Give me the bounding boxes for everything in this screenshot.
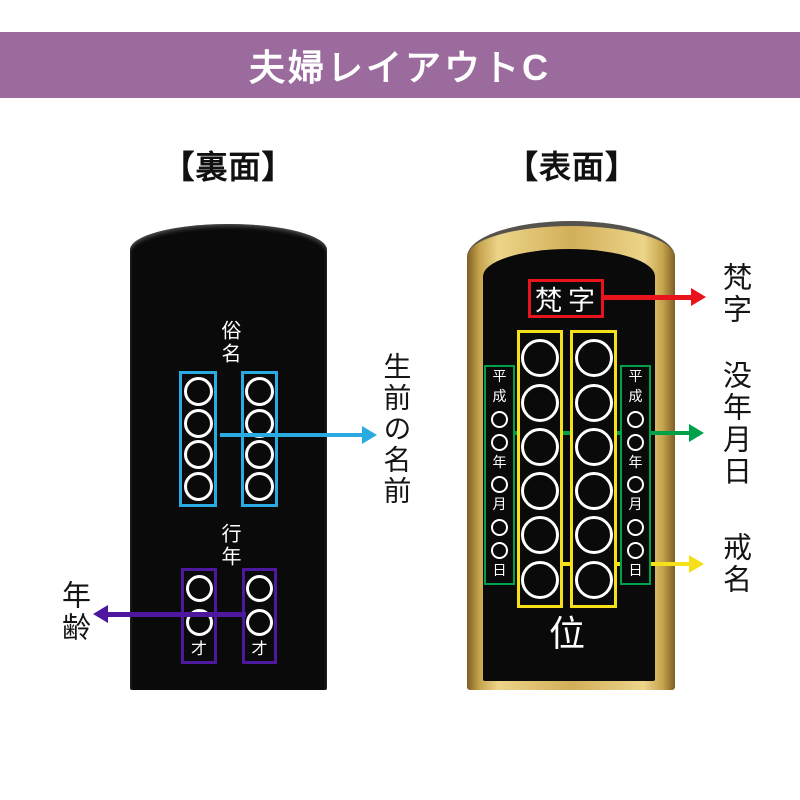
kaimyo-character-circle (521, 560, 559, 599)
year-label: 年 (492, 455, 507, 471)
era-char: 成 (492, 389, 507, 405)
back-tablet: 俗名 行年 才 才 (130, 224, 327, 690)
kaimyo-arrow-line (545, 562, 690, 566)
rank-label: 位 (548, 614, 585, 654)
secular-name-box-right (241, 371, 278, 507)
name-character-circle (183, 440, 213, 470)
bonji-annotation: 梵字 (718, 262, 751, 326)
age-annotation: 年齢 (57, 580, 90, 644)
month-label: 月 (492, 498, 507, 514)
age-arrow-line (107, 612, 246, 617)
age-digit-circle (246, 608, 273, 636)
bonji-box: 梵字 (528, 279, 604, 318)
age-suffix-label: 才 (251, 641, 268, 658)
bonji-text: 梵字 (535, 286, 601, 316)
name-arrow-line (220, 433, 362, 437)
date-digit-circle (627, 519, 644, 537)
era-char: 平 (492, 370, 507, 385)
day-label: 日 (492, 563, 507, 579)
date-digit-circle (491, 410, 508, 428)
name-character-circle (183, 377, 213, 406)
age-box-right: 才 (242, 568, 277, 664)
date-digit-circle (627, 433, 644, 451)
secular-name-box-left (179, 371, 217, 507)
age-digit-circle (246, 575, 273, 602)
date-digit-circle (491, 433, 508, 451)
date-digit-circle (627, 410, 644, 428)
date-arrow-head (689, 424, 704, 442)
kaimyo-character-circle (574, 427, 613, 466)
age-suffix-label: 才 (190, 641, 207, 658)
kaimyo-character-circle (574, 516, 613, 555)
era-char: 成 (628, 389, 643, 405)
secular-name-label: 俗名 (218, 320, 240, 366)
name-character-circle (245, 471, 274, 501)
kaimyo-character-circle (521, 383, 559, 422)
death-date-annotation: 没年月日 (718, 360, 751, 488)
kaimyo-character-circle (521, 516, 559, 555)
kaimyo-character-circle (574, 339, 613, 378)
era-char: 平 (628, 370, 643, 385)
age-digit-circle (185, 575, 213, 602)
name-annotation: 生前の名前 (380, 352, 412, 507)
back-side-heading: 【裏面】 (162, 149, 295, 185)
date-digit-circle (491, 542, 508, 559)
age-digit-circle (185, 608, 213, 636)
kaimyo-character-circle (574, 472, 613, 511)
page-title: 夫婦レイアウトC (249, 47, 551, 88)
name-character-circle (183, 408, 213, 438)
kaimyo-box-left (517, 330, 563, 608)
kaimyo-character-circle (574, 560, 613, 599)
day-label: 日 (628, 563, 643, 579)
kaimyo-character-circle (574, 383, 613, 422)
date-digit-circle (627, 476, 644, 494)
kaimyo-character-circle (521, 427, 559, 466)
death-age-label: 行年 (218, 523, 240, 569)
front-side-heading: 【表面】 (505, 149, 638, 185)
kaimyo-arrow-head (689, 555, 704, 573)
date-box-left: 平 成 年 月 日 (484, 365, 515, 585)
kaimyo-box-right (570, 330, 617, 608)
month-label: 月 (628, 498, 643, 514)
kaimyo-annotation: 戒名 (718, 532, 751, 596)
name-arrow-head (362, 426, 377, 444)
title-banner: 夫婦レイアウトC (0, 32, 800, 98)
name-character-circle (245, 440, 274, 470)
kaimyo-character-circle (521, 472, 559, 511)
bonji-arrow-head (691, 288, 706, 306)
date-digit-circle (491, 519, 508, 537)
bonji-arrow-line (604, 295, 692, 300)
kaimyo-character-circle (521, 339, 559, 378)
date-digit-circle (627, 542, 644, 559)
year-label: 年 (628, 455, 643, 471)
name-character-circle (183, 471, 213, 501)
date-box-right: 平 成 年 月 日 (620, 365, 651, 585)
date-digit-circle (491, 476, 508, 494)
name-character-circle (245, 377, 274, 406)
age-arrow-head (93, 605, 108, 623)
